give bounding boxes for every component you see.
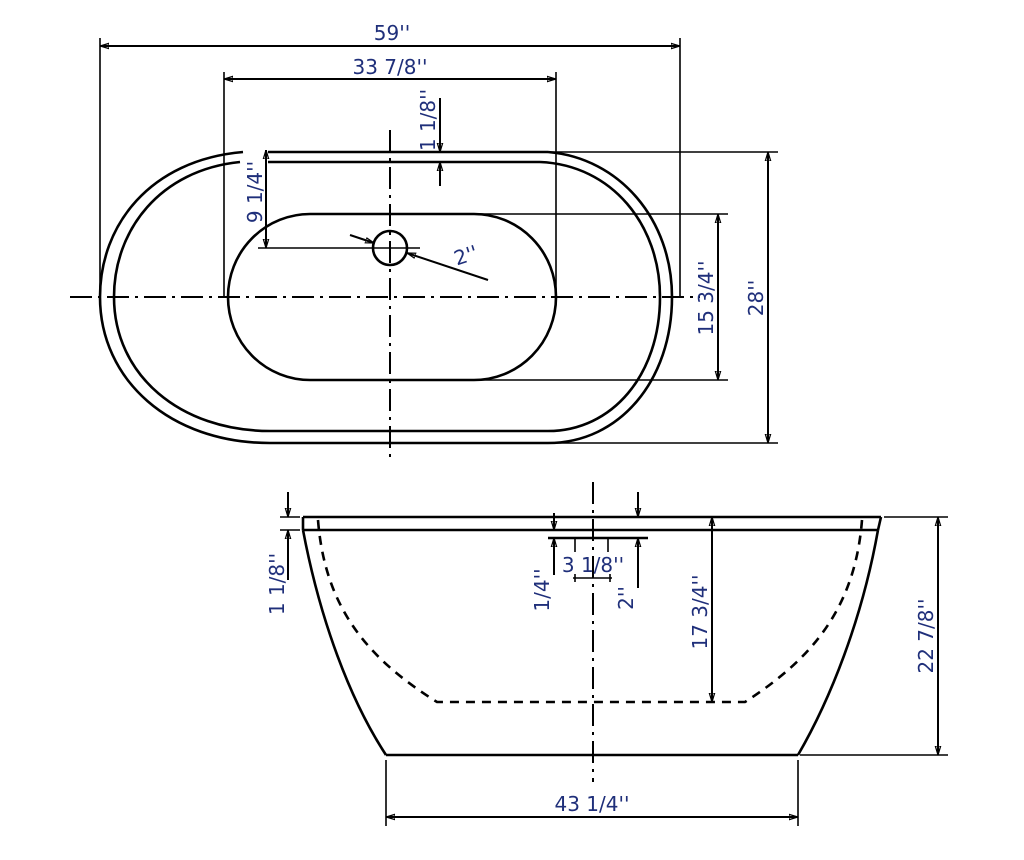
rim-right-end: [876, 516, 883, 531]
dimension-line-drain-diameter: [407, 252, 489, 281]
side-view: 1 1/8'' 1/4'' 3 1/8'' 2'' 17 3/4'' 22 7/…: [265, 482, 948, 826]
label-side-rim-thickness: 1 1/8'': [265, 553, 289, 615]
label-base-length: 43 1/4'': [555, 792, 630, 816]
dimension-line-drain-diameter: [349, 234, 374, 244]
outer-rim-outline: [98, 150, 674, 445]
label-overflow-width: 3 1/8'': [562, 553, 624, 577]
label-interior-depth: 17 3/4'': [688, 575, 712, 650]
label-basin-length: 33 7/8'': [353, 55, 428, 79]
inner-rim-outline: [112, 160, 662, 433]
label-overflow-offset: 1/4'': [530, 568, 554, 611]
outer-shell-left: [301, 529, 388, 756]
hidden-interior-outline: [316, 519, 864, 704]
label-overall-length: 59'': [374, 21, 410, 45]
outer-shell-right: [796, 529, 880, 756]
label-overflow-height: 2'': [614, 586, 638, 610]
top-view: 59'' 33 7/8'' 1 1/8'' 9 1/4'' 2'' 15 3/4…: [70, 21, 778, 462]
label-overall-width: 28'': [744, 280, 768, 316]
label-overall-height: 22 7/8'': [914, 599, 938, 674]
label-drain-offset: 9 1/4'': [243, 161, 267, 223]
label-rim-thickness-top: 1 1/8'': [416, 89, 440, 151]
label-basin-width: 15 3/4'': [694, 261, 718, 336]
label-drain-diameter: 2'': [451, 240, 481, 270]
